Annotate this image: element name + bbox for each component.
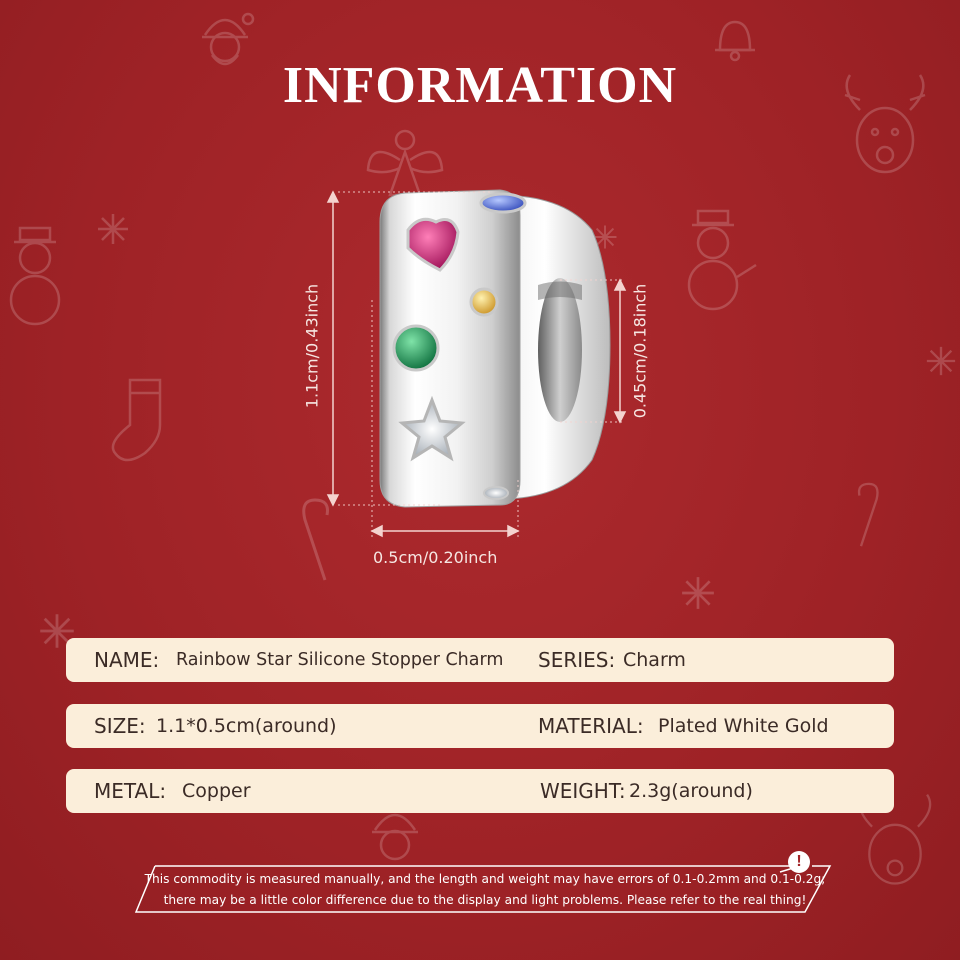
spec-value: 2.3g(around) [629, 780, 753, 802]
disclaimer-line-1: This commodity is measured manually, and… [144, 872, 826, 886]
width-dimension-label: 0.5cm/0.20inch [373, 548, 498, 567]
spec-value: Charm [623, 649, 686, 671]
spec-value: Plated White Gold [658, 715, 829, 737]
spec-value: 1.1*0.5cm(around) [156, 715, 337, 737]
spec-key: SERIES: [538, 648, 616, 672]
spec-value: Rainbow Star Silicone Stopper Charm [176, 650, 504, 670]
spec-value: Copper [182, 780, 251, 802]
spec-row-metal: METAL: Copper WEIGHT: 2.3g(around) [66, 769, 894, 813]
product-illustration [326, 189, 627, 540]
spec-row-name: NAME: Rainbow Star Silicone Stopper Char… [66, 638, 894, 682]
page-title: INFORMATION [282, 57, 678, 114]
spec-key: NAME: [94, 648, 160, 672]
spec-row-size: SIZE: 1.1*0.5cm(around) MATERIAL: Plated… [66, 704, 894, 748]
disclaimer-line-2: there may be a little color difference d… [163, 893, 807, 907]
spec-key: METAL: [94, 779, 167, 803]
disclaimer-text: This commodity is measured manually, and… [140, 869, 830, 911]
exclamation-icon: ! [788, 851, 810, 873]
spec-key: MATERIAL: [538, 714, 644, 738]
spec-key: SIZE: [94, 714, 146, 738]
spec-key: WEIGHT: [540, 779, 626, 803]
